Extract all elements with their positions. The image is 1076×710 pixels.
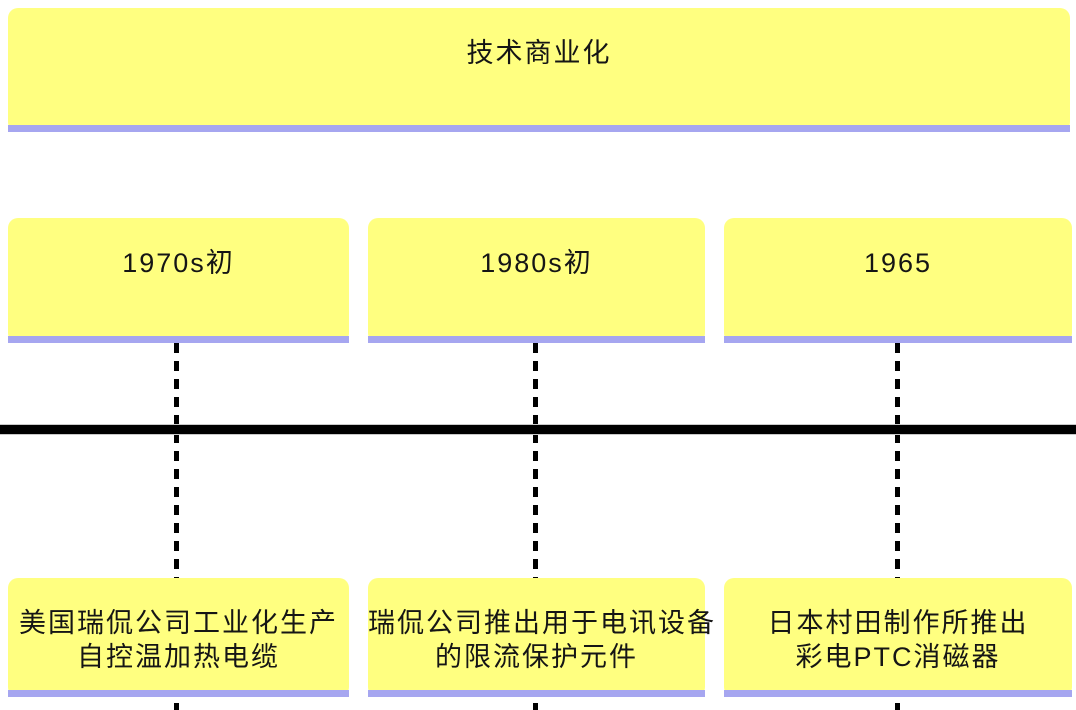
period-box-1970s: 1970s初 <box>8 218 349 343</box>
event-box-degausser: 日本村田制作所推出 彩电PTC消磁器 <box>724 578 1072 697</box>
connector-line-3 <box>895 343 900 710</box>
event-text-line2: 自控温加热电缆 <box>77 642 280 672</box>
event-box-underline <box>368 690 705 697</box>
period-label: 1980s初 <box>480 248 593 278</box>
period-label: 1970s初 <box>122 248 235 278</box>
event-text-line2: 的限流保护元件 <box>435 642 638 672</box>
event-text-line1: 日本村田制作所推出 <box>767 608 1029 638</box>
timeline-axis <box>0 424 1076 435</box>
event-text-line1: 美国瑞侃公司工业化生产 <box>19 608 338 638</box>
period-label: 1965 <box>863 248 933 278</box>
period-box-underline <box>724 336 1072 343</box>
section-title-box: 技术商业化 <box>8 8 1070 132</box>
period-box-1980s: 1980s初 <box>368 218 705 343</box>
connector-line-2 <box>533 343 538 710</box>
section-title: 技术商业化 <box>466 38 612 68</box>
period-box-underline <box>368 336 705 343</box>
section-title-underline <box>8 125 1070 132</box>
event-text-line1: 瑞侃公司推出用于电讯设备 <box>368 608 716 638</box>
connector-line-1 <box>174 343 179 710</box>
event-box-current-limit: 瑞侃公司推出用于电讯设备 的限流保护元件 <box>368 578 716 697</box>
period-box-underline <box>8 336 349 343</box>
event-box-underline <box>8 690 349 697</box>
event-text-line2: 彩电PTC消磁器 <box>795 642 1001 672</box>
period-box-1965: 1965 <box>724 218 1072 343</box>
event-box-underline <box>724 690 1072 697</box>
event-box-heating-cable: 美国瑞侃公司工业化生产 自控温加热电缆 <box>8 578 349 697</box>
